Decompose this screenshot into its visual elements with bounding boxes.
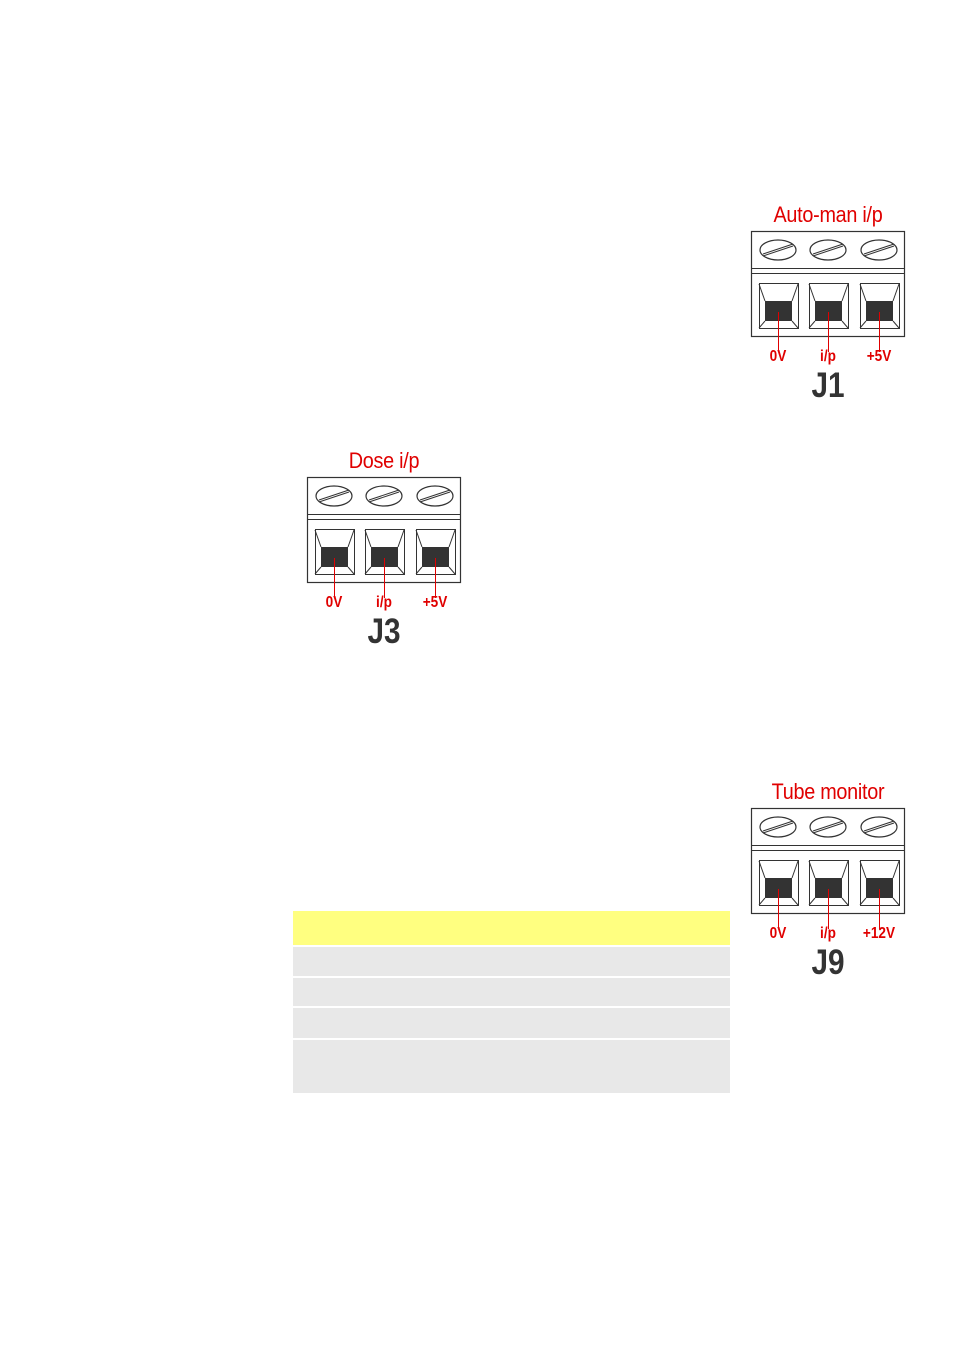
connector-designator: J3 — [367, 612, 401, 651]
screw-icon — [315, 485, 353, 507]
table-row — [293, 1040, 730, 1093]
table-row — [293, 947, 730, 976]
screw-icon — [809, 239, 847, 261]
terminal-block-drawing — [750, 807, 906, 929]
connector-j1: Auto-man i/p 0V i/p +5V J1 — [746, 200, 910, 410]
terminal-socket-icon — [415, 529, 456, 598]
terminal-socket-icon — [758, 860, 799, 929]
terminal-socket-icon — [364, 529, 405, 598]
terminal-socket-icon — [808, 860, 849, 929]
screw-icon — [416, 485, 454, 507]
pin-label: +5V — [866, 348, 892, 365]
screw-icon — [860, 816, 898, 838]
pin-label: 0V — [769, 925, 787, 942]
connector-designator: J9 — [811, 943, 845, 982]
table-header-row — [293, 911, 730, 945]
terminal-socket-icon — [314, 529, 355, 598]
table-row — [293, 1008, 730, 1038]
terminal-socket-icon — [859, 283, 900, 352]
pin-label: 0V — [769, 348, 787, 365]
terminal-socket-icon — [758, 283, 799, 352]
terminal-block-drawing — [306, 476, 462, 598]
pin-label: i/p — [820, 348, 836, 365]
connector-j3: Dose i/p 0V i/p +5V J3 — [302, 446, 466, 656]
connector-title: Tube monitor — [771, 779, 885, 804]
pin-label: +5V — [422, 594, 448, 611]
pin-label: i/p — [376, 594, 392, 611]
screw-icon — [759, 239, 797, 261]
terminal-socket-icon — [808, 283, 849, 352]
screw-icon — [365, 485, 403, 507]
table-row — [293, 978, 730, 1006]
table — [293, 911, 730, 1095]
screw-icon — [809, 816, 847, 838]
connector-designator: J1 — [811, 366, 845, 405]
screw-icon — [759, 816, 797, 838]
terminal-block-drawing — [750, 230, 906, 352]
pin-label: i/p — [820, 925, 836, 942]
connector-title: Dose i/p — [348, 448, 420, 473]
pin-label: 0V — [325, 594, 343, 611]
connector-j9: Tube monitor 0V i/p +12V J9 — [746, 777, 910, 987]
pin-label: +12V — [862, 925, 896, 942]
terminal-socket-icon — [859, 860, 900, 929]
connector-title: Auto-man i/p — [773, 202, 883, 227]
screw-icon — [860, 239, 898, 261]
